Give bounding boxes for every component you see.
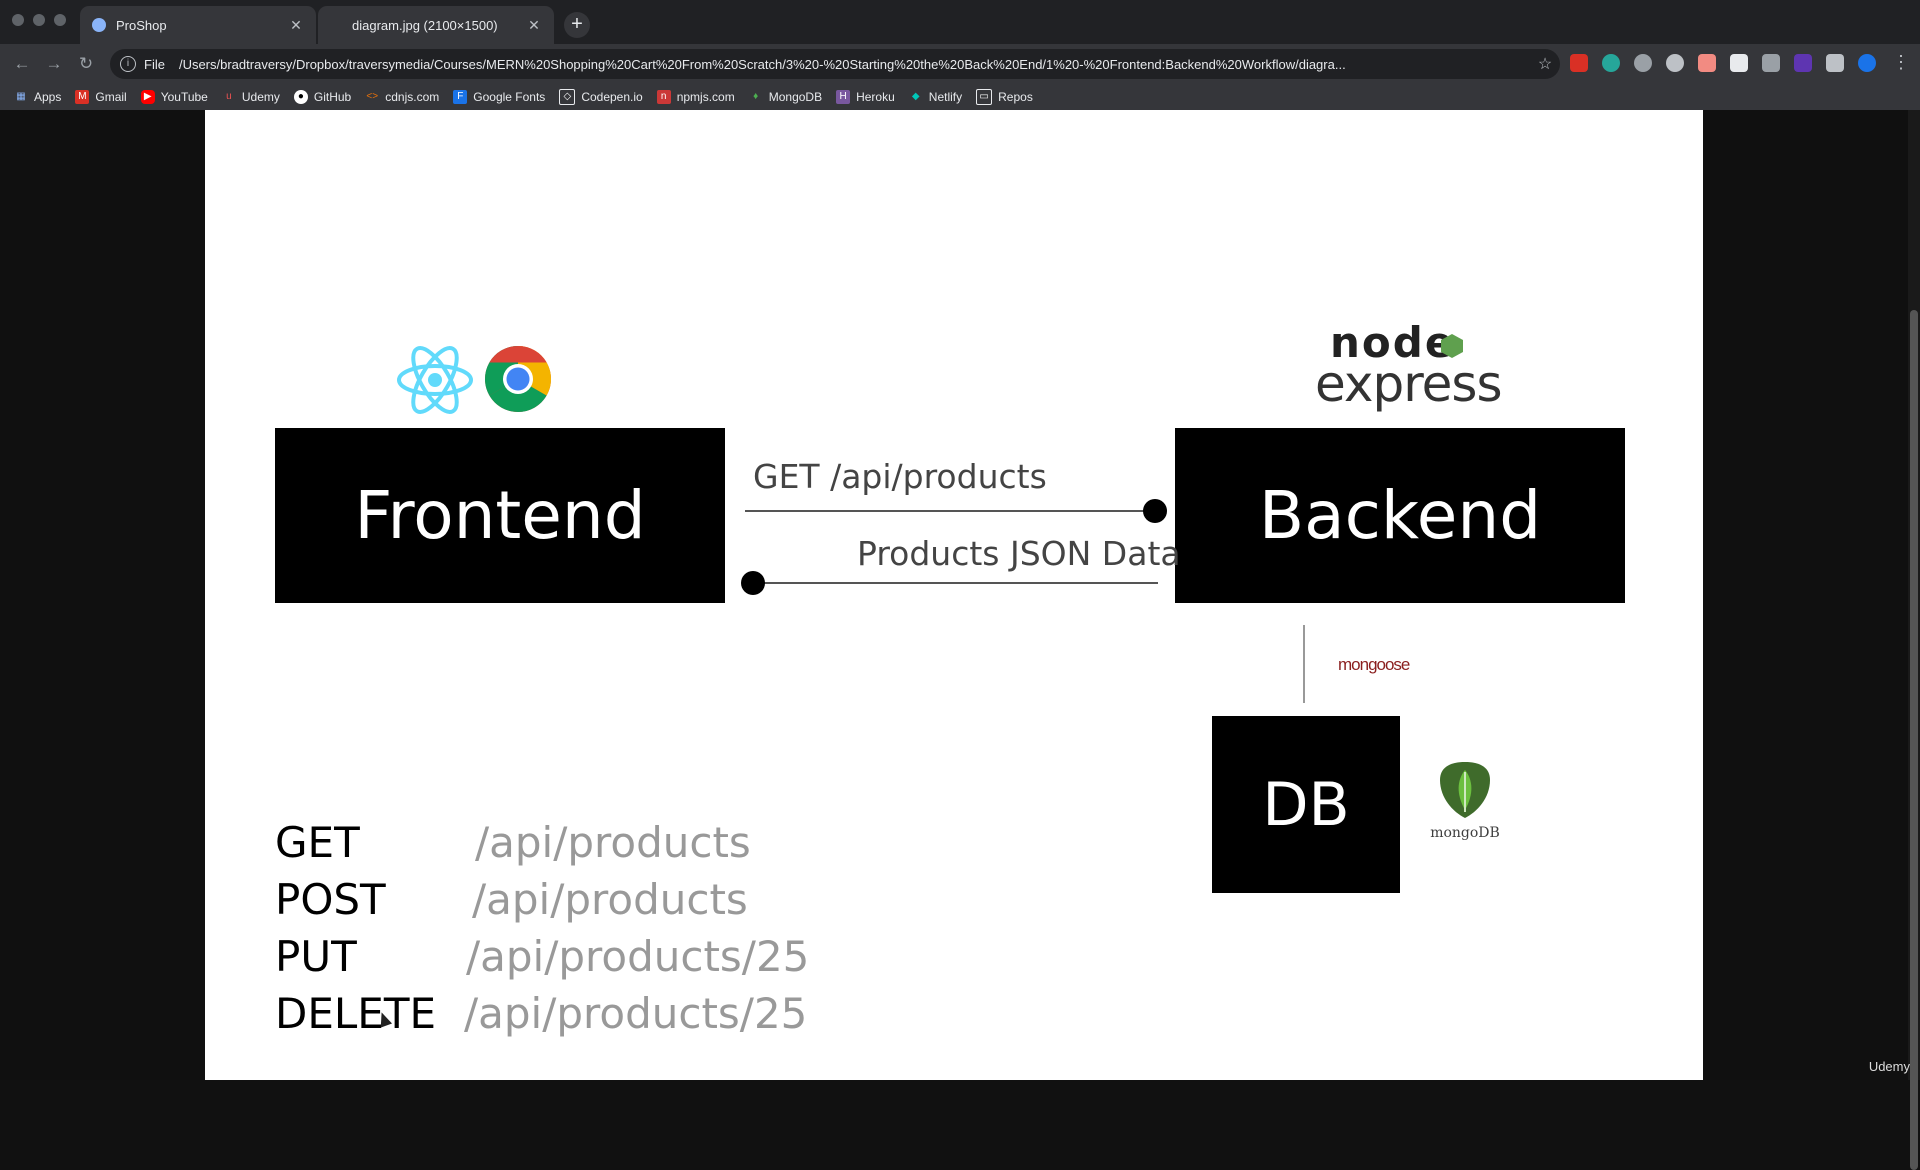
close-window-button[interactable] xyxy=(12,14,24,26)
extension-icon[interactable] xyxy=(1570,54,1588,72)
gmail-icon: M xyxy=(75,90,90,104)
tab-proshop[interactable]: ProShop ✕ xyxy=(80,6,316,44)
route-path-put: /api/products/25 xyxy=(466,932,810,981)
tab-strip: ProShop ✕ diagram.jpg (2100×1500) ✕ + xyxy=(0,0,1920,44)
extension-icon[interactable] xyxy=(1666,54,1684,72)
route-method-delete: DELETE xyxy=(275,989,437,1038)
route-method-get: GET xyxy=(275,818,360,867)
request-label: GET /api/products xyxy=(753,457,1047,496)
db-connector-line xyxy=(1303,625,1305,703)
bookmark-repos[interactable]: ▭Repos xyxy=(976,89,1033,105)
tab-diagram[interactable]: diagram.jpg (2100×1500) ✕ xyxy=(318,6,554,44)
github-icon: ● xyxy=(293,90,308,104)
window-controls xyxy=(12,14,66,26)
bookmark-youtube[interactable]: ▶YouTube xyxy=(140,90,208,104)
route-path-get: /api/products xyxy=(475,818,751,867)
code-brackets-icon: <> xyxy=(366,91,379,102)
url-text[interactable]: /Users/bradtraversy/Dropbox/traversymedi… xyxy=(178,56,1346,72)
route-method-post: POST xyxy=(275,875,386,924)
leaf-icon: ♦ xyxy=(753,91,759,102)
scrollbar-thumb[interactable] xyxy=(1910,310,1918,1170)
close-tab-icon[interactable]: ✕ xyxy=(528,16,540,33)
react-icon xyxy=(397,346,473,414)
tab-title: diagram.jpg (2100×1500) xyxy=(352,17,498,33)
youtube-icon: ▶ xyxy=(140,90,155,104)
npm-icon: n xyxy=(656,90,671,104)
udemy-icon: u xyxy=(226,91,232,102)
scheme-label: File xyxy=(144,56,165,72)
route-path-delete: /api/products/25 xyxy=(464,989,808,1038)
address-bar[interactable]: i File /Users/bradtraversy/Dropbox/trave… xyxy=(110,49,1560,79)
extension-icon[interactable] xyxy=(1762,54,1780,72)
menu-dots-icon[interactable]: ⋮ xyxy=(1892,52,1910,72)
response-line xyxy=(753,582,1158,584)
extension-icon[interactable] xyxy=(1730,54,1748,72)
extension-icon[interactable] xyxy=(1634,54,1652,72)
mongodb-logo: mongoDB xyxy=(1425,760,1505,841)
db-box: DB xyxy=(1212,716,1400,893)
forward-arrow-icon[interactable]: → xyxy=(45,54,63,73)
react-favicon-icon xyxy=(92,18,106,32)
route-path-post: /api/products xyxy=(472,875,748,924)
scrollbar[interactable] xyxy=(1908,110,1920,1170)
extensions-area xyxy=(1570,54,1876,72)
bookmark-mongodb[interactable]: ♦MongoDB xyxy=(749,90,822,104)
route-method-put: PUT xyxy=(275,932,357,981)
frontend-box: Frontend xyxy=(275,428,725,603)
extension-icon[interactable] xyxy=(1698,54,1716,72)
puzzle-icon[interactable] xyxy=(1826,54,1844,72)
extension-icon[interactable] xyxy=(1794,54,1812,72)
netlify-icon: ◆ xyxy=(911,91,920,102)
minimize-window-button[interactable] xyxy=(33,14,45,26)
response-label: Products JSON Data xyxy=(857,534,1181,573)
heroku-icon: H xyxy=(836,90,851,104)
back-arrow-icon[interactable]: ← xyxy=(13,54,31,73)
node-logo: node xyxy=(1330,318,1456,367)
mongodb-label: mongoDB xyxy=(1430,825,1500,841)
maximize-window-button[interactable] xyxy=(54,14,66,26)
udemy-watermark: Udemy xyxy=(1868,1059,1910,1074)
nodejs-hexagon-icon xyxy=(1441,334,1463,358)
profile-avatar[interactable] xyxy=(1858,54,1876,72)
bookmark-netlify[interactable]: ◆Netlify xyxy=(909,90,962,104)
bookmark-cdnjs[interactable]: <>cdnjs.com xyxy=(366,90,440,104)
response-endpoint-dot xyxy=(741,571,765,595)
chrome-icon xyxy=(484,346,552,413)
codepen-icon: ◇ xyxy=(559,89,576,105)
bookmark-star-icon[interactable]: ☆ xyxy=(1537,56,1553,73)
tab-title: ProShop xyxy=(116,17,167,33)
close-tab-icon[interactable]: ✕ xyxy=(290,16,302,33)
bookmark-codepen[interactable]: ◇Codepen.io xyxy=(559,89,643,105)
request-line xyxy=(745,510,1155,512)
folder-icon: ▭ xyxy=(976,89,993,105)
backend-box: Backend xyxy=(1175,428,1625,603)
reload-icon[interactable]: ↻ xyxy=(78,54,94,73)
extension-icon[interactable] xyxy=(1602,54,1620,72)
diagram-image: node express Frontend Backend GET /api/p… xyxy=(205,110,1703,1080)
new-tab-button[interactable]: + xyxy=(564,12,590,38)
request-endpoint-dot xyxy=(1143,499,1167,523)
page-viewport: node express Frontend Backend GET /api/p… xyxy=(0,110,1920,1080)
bookmark-apps[interactable]: ▦Apps xyxy=(14,90,61,104)
bookmark-github[interactable]: ●GitHub xyxy=(293,90,351,104)
apps-grid-icon: ▦ xyxy=(16,91,26,102)
mongodb-leaf-icon xyxy=(1440,762,1490,818)
express-logo: express xyxy=(1315,355,1503,413)
browser-toolbar: ← → ↻ i File /Users/bradtraversy/Dropbox… xyxy=(0,44,1920,84)
info-icon[interactable]: i xyxy=(120,56,136,72)
google-fonts-icon: F xyxy=(453,90,468,104)
mongoose-label: mongoose xyxy=(1338,655,1410,674)
